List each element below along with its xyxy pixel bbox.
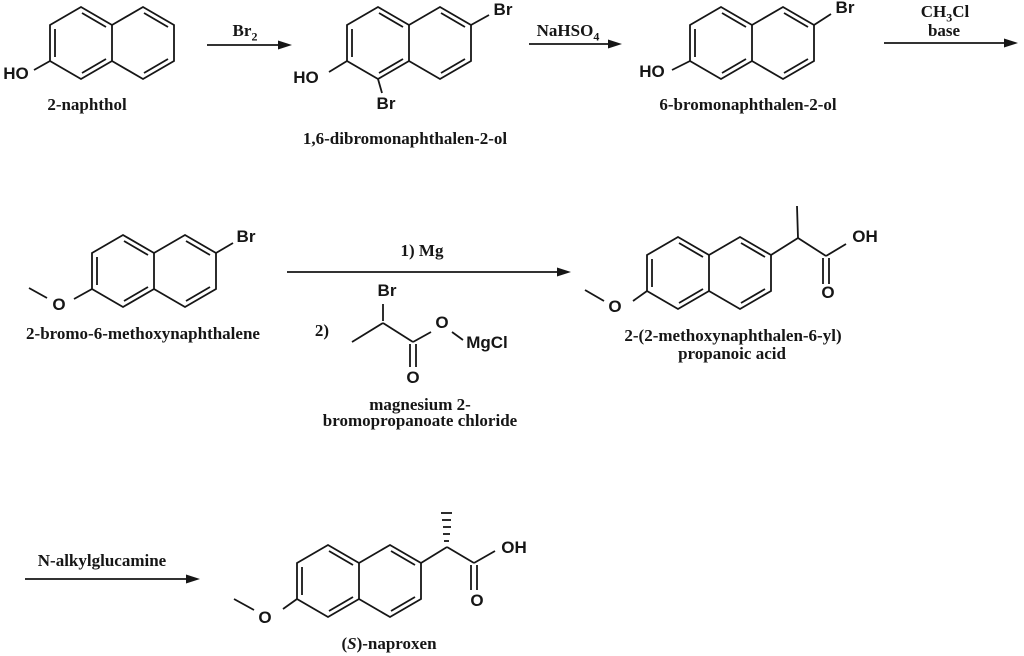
arrow-step3	[884, 38, 1018, 48]
structure-magnesium-bromopropanoate	[351, 304, 464, 367]
bond-methyl	[351, 322, 384, 343]
atom-label-br-bottom: Br	[376, 94, 396, 113]
naphthalene-skeleton	[91, 234, 217, 308]
bond-ch-cooh	[797, 237, 827, 257]
bond-methyl	[28, 287, 48, 299]
naphthalene-skeleton	[346, 6, 472, 80]
atom-label-o-methoxy: O	[608, 297, 622, 316]
atom-label-mgcl: MgCl	[466, 333, 508, 352]
bond-c-oh	[473, 550, 496, 564]
atom-label-oh: OH	[501, 538, 527, 557]
bond-c-oh	[825, 243, 847, 257]
bond-br	[215, 242, 234, 254]
reagent-ch3cl-subscript: 3	[946, 10, 953, 25]
naphthalene-skeleton	[646, 236, 772, 310]
structure-bromomethoxynaphthalene	[28, 234, 234, 308]
reagent-ch3cl: CH3Cl	[920, 2, 970, 25]
bond-c-c	[382, 322, 414, 343]
compound-name-propanoic-acid-line2: propanoic acid	[678, 344, 786, 363]
atom-label-o-carbonyl: O	[821, 283, 835, 302]
bond-c-o-ester	[412, 331, 432, 343]
atom-label-o-ester: O	[435, 313, 449, 332]
bond-ring-ch	[420, 546, 448, 564]
atom-label-ho: HO	[3, 64, 29, 83]
atom-label-o-methoxy: O	[258, 608, 272, 627]
bond-ch-methyl	[796, 205, 799, 239]
compound-name-propanoic-acid-line1: 2-(2-methoxynaphthalen-6-yl)	[624, 326, 842, 345]
name-open-paren: (	[341, 634, 348, 653]
reagent-n-alkylglucamine: N-alkylglucamine	[37, 551, 167, 570]
atom-label-o-methoxy: O	[52, 295, 66, 314]
compound-name-dibromonaphthalenol: 1,6-dibromonaphthalen-2-ol	[302, 129, 508, 148]
structure-2-naphthol	[33, 6, 175, 80]
compound-name-2-naphthol: 2-naphthol	[47, 95, 127, 114]
bond-oh	[328, 60, 348, 73]
arrow-step5	[25, 574, 200, 584]
atom-label-br: Br	[236, 227, 256, 246]
reagent-step-2-prefix: 2)	[314, 321, 330, 340]
atom-label-br: Br	[835, 0, 855, 17]
structure-bromonaphthalenol	[671, 6, 832, 80]
structure-s-naproxen	[233, 512, 496, 618]
reagent-nahso4-main: NaHSO	[536, 21, 594, 40]
bond-ring-ch	[770, 237, 799, 256]
bond-oh	[671, 60, 691, 71]
atom-label-o-carbonyl: O	[470, 591, 484, 610]
arrow-step4	[287, 267, 571, 277]
bond-br	[813, 13, 832, 26]
atom-label-br-top: Br	[493, 0, 513, 19]
arrow-step2	[529, 39, 622, 49]
structure-methoxynaphthalenyl-propanoic-acid	[584, 205, 847, 310]
compound-name-magnesium-bromopropanoate-line1: magnesium 2-	[369, 395, 471, 414]
reagent-br2-subscript: 2	[251, 29, 258, 44]
reagent-ch3cl-rest: Cl	[952, 2, 970, 21]
bond-o	[632, 290, 648, 302]
naphthalene-skeleton	[689, 6, 815, 80]
naphthalene-skeleton	[296, 544, 422, 618]
bond-ch-cooh	[446, 546, 475, 564]
bond-o	[73, 288, 93, 300]
arrow-step1	[207, 40, 292, 50]
name-rest: )-naproxen	[356, 634, 437, 653]
atom-label-ho: HO	[639, 62, 665, 81]
compound-name-bromomethoxynaphthalene: 2-bromo-6-methoxynaphthalene	[26, 324, 260, 343]
reagent-base: base	[927, 21, 961, 40]
structure-dibromonaphthalenol	[328, 6, 490, 94]
bond-o-mgcl	[451, 331, 464, 341]
bond-methyl	[584, 289, 605, 302]
name-stereo-descriptor: S	[347, 634, 357, 653]
bond-br1	[377, 78, 383, 94]
hashed-wedge-methyl	[441, 512, 452, 542]
compound-name-s-naproxen: (S)-naproxen	[341, 634, 436, 654]
naphthalene-skeleton	[49, 6, 175, 80]
atom-label-oh: OH	[852, 227, 878, 246]
compound-name-magnesium-bromopropanoate-line2: bromopropanoate chloride	[322, 411, 518, 430]
atom-label-ho: HO	[293, 68, 319, 87]
atom-label-o-carbonyl: O	[406, 368, 420, 387]
reagent-step-1-mg: 1) Mg	[400, 241, 444, 260]
bond-oh	[33, 60, 51, 71]
reagent-ch3cl-main: CH	[920, 2, 947, 21]
atom-label-br: Br	[377, 281, 397, 300]
reagent-nahso4: NaHSO4	[536, 21, 600, 44]
bond-methyl	[233, 598, 255, 611]
reagent-br2-main: Br	[232, 21, 252, 40]
compound-name-bromonaphthalenol: 6-bromonaphthalen-2-ol	[659, 95, 837, 114]
bond-br6	[470, 14, 490, 26]
reagent-br2: Br2	[232, 21, 258, 44]
bond-o	[282, 598, 298, 610]
reagent-nahso4-subscript: 4	[593, 29, 600, 44]
